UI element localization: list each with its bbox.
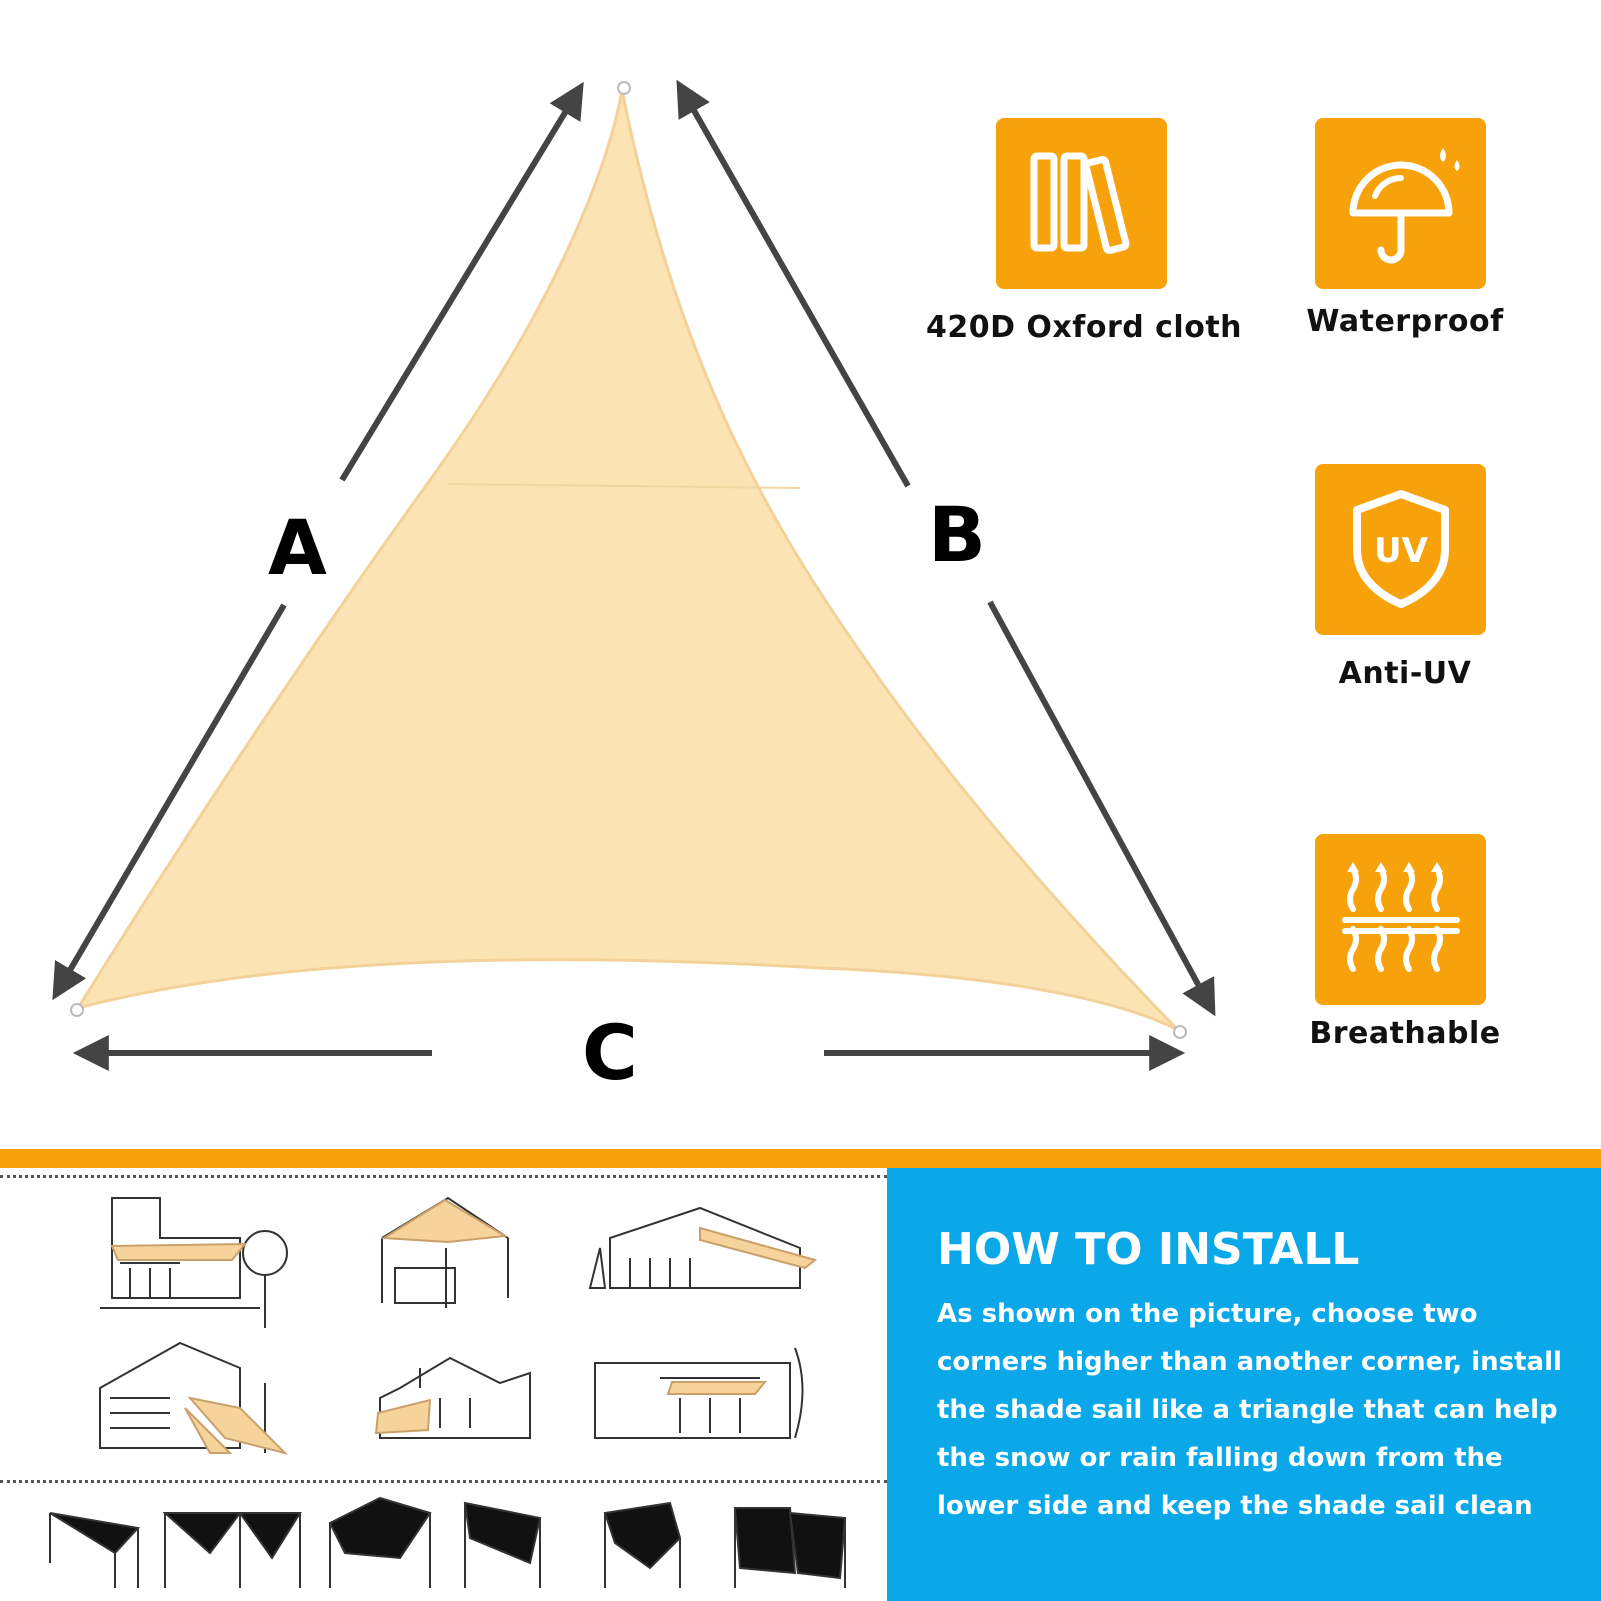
house-sketch-6	[594, 1347, 804, 1439]
sail-configurations	[49, 1496, 847, 1588]
dotted-divider-top	[0, 1175, 887, 1178]
shade-sail	[74, 89, 1180, 1032]
install-description: As shown on the picture, choose two corn…	[937, 1299, 1562, 1521]
side-b-arrow-lower	[987, 600, 1216, 1017]
dotted-divider-middle	[0, 1480, 887, 1483]
uv-shield-icon: UV	[1315, 464, 1486, 635]
install-title: HOW TO INSTALL	[937, 1224, 1360, 1275]
side-a-label: A	[268, 503, 327, 592]
house-sketch-3	[588, 1206, 801, 1289]
feature-label-oxford: 420D Oxford cloth	[925, 310, 1243, 345]
feature-label-anti-uv: Anti-UV	[1338, 656, 1472, 691]
side-a-arrow-lower	[52, 603, 287, 1001]
house-sketch-1	[100, 1197, 288, 1328]
fabric-rolls-icon	[996, 118, 1167, 289]
side-b-label: B	[928, 490, 986, 579]
install-instructions-panel: HOW TO INSTALL As shown on the picture, …	[887, 1168, 1601, 1601]
uv-shield-text: UV	[1374, 531, 1429, 571]
divider-band	[0, 1149, 1601, 1168]
umbrella-icon	[1315, 118, 1486, 289]
shade-sail-diagram	[52, 79, 1216, 1071]
side-c-label: C	[582, 1008, 638, 1097]
house-sketch-5	[379, 1356, 531, 1439]
side-a-arrow-upper	[339, 81, 584, 482]
installation-illustrations	[0, 1168, 887, 1601]
feature-label-waterproof: Waterproof	[1306, 304, 1504, 339]
breathable-arrows-icon	[1315, 834, 1486, 1005]
feature-label-breathable: Breathable	[1309, 1016, 1501, 1051]
side-b-arrow-upper	[676, 79, 911, 488]
